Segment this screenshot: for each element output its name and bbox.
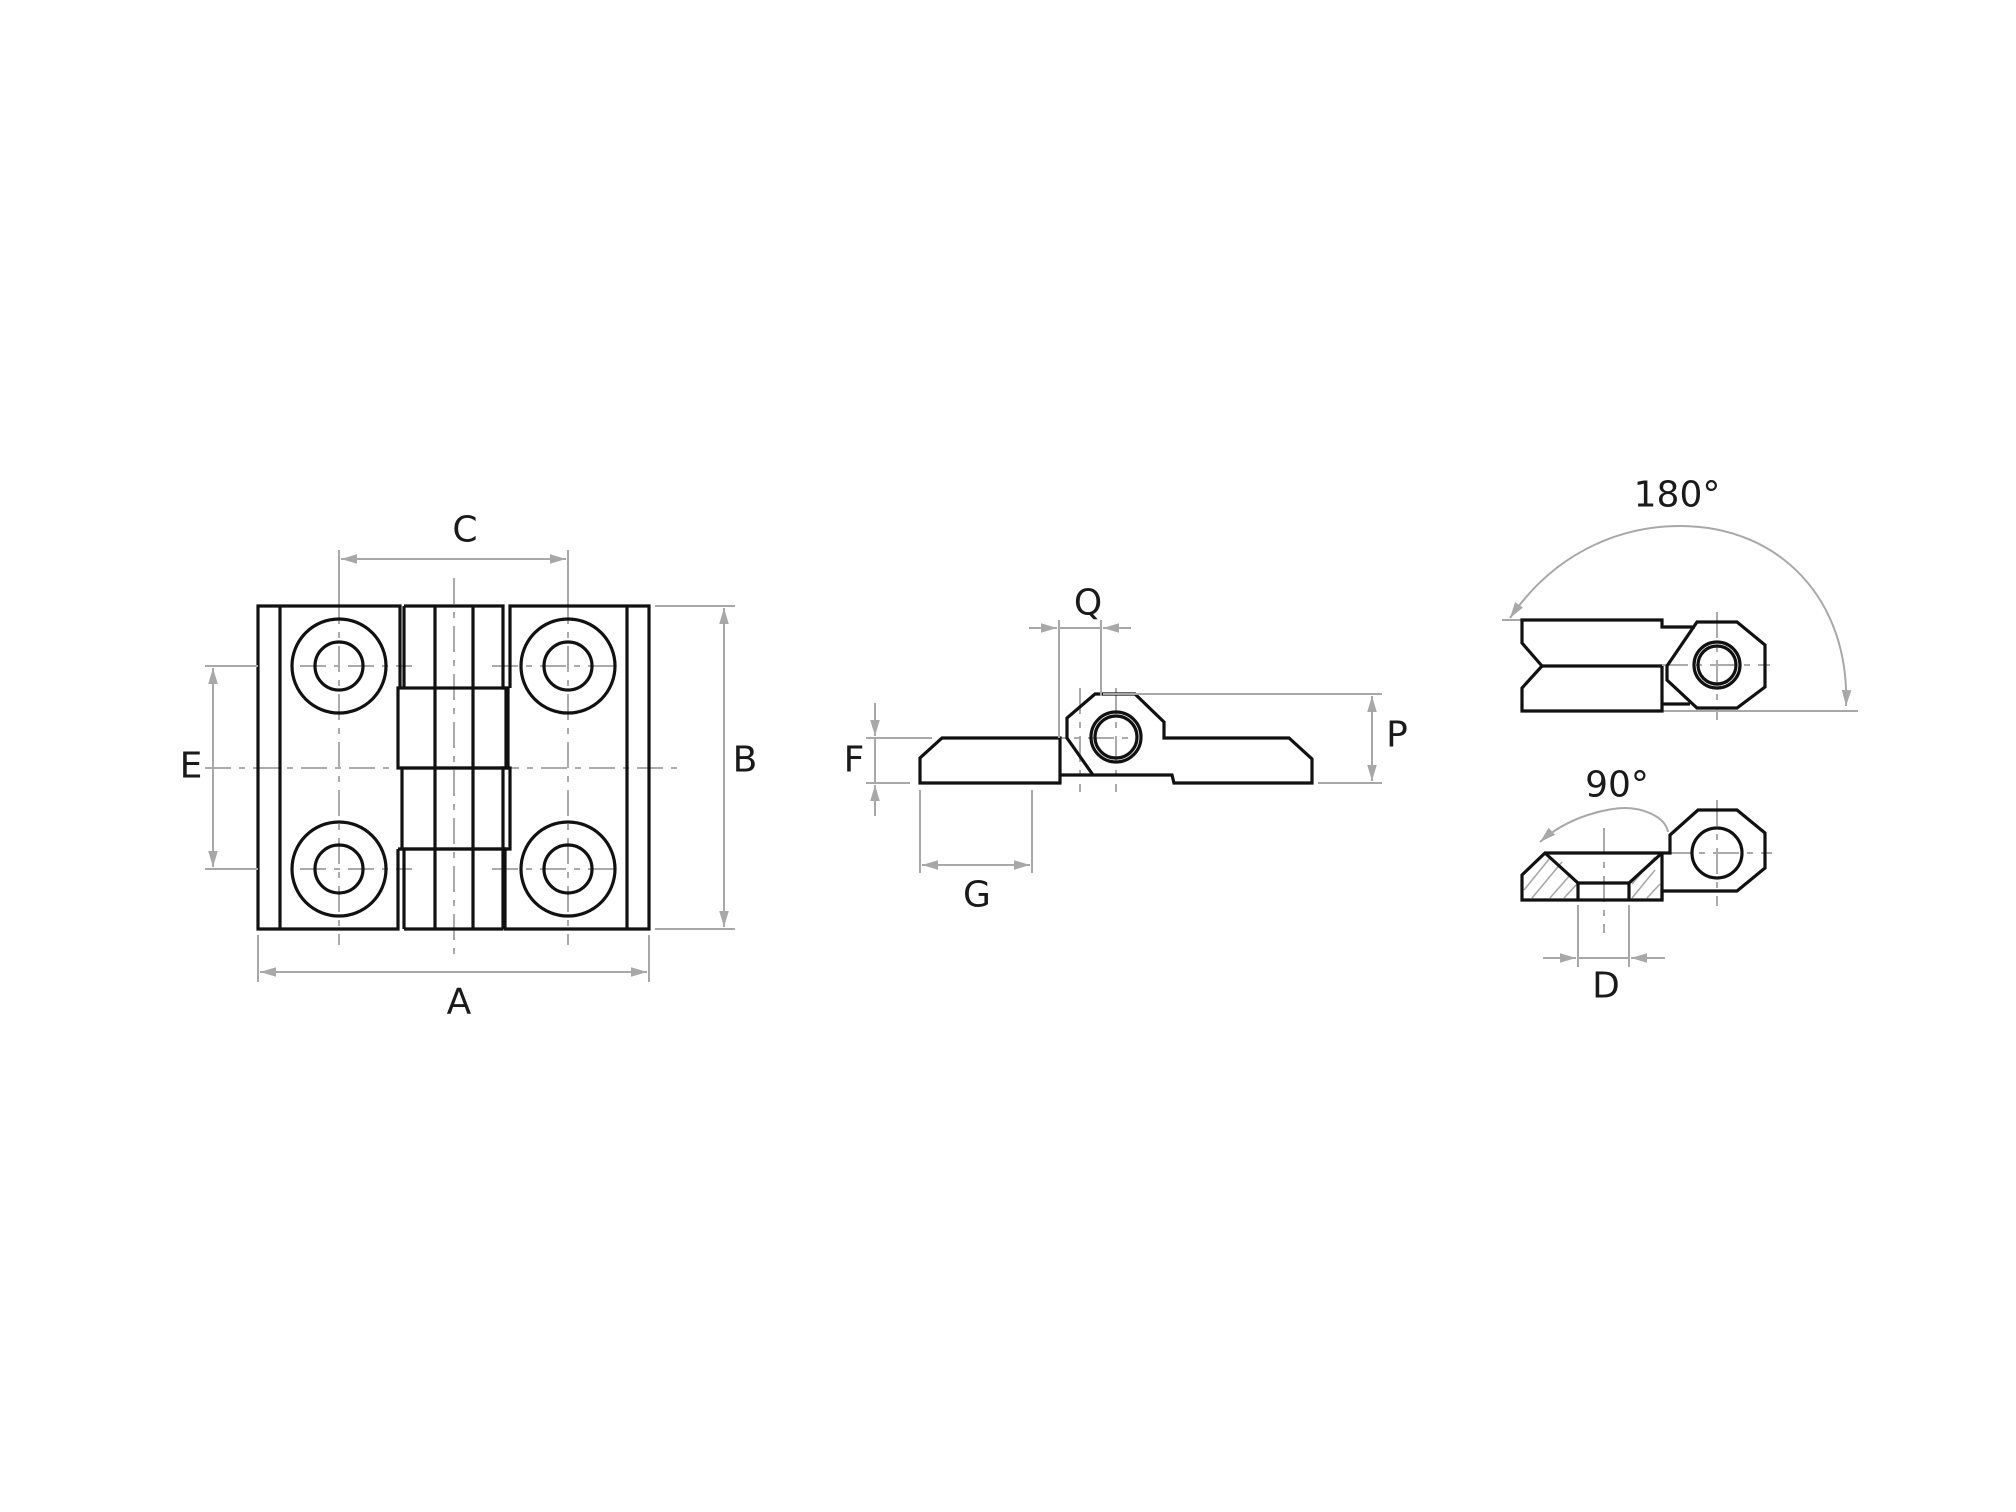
front-view: C A E B [180,510,758,1023]
knuckle-right-plate-profile [1060,692,1314,785]
label-q: Q [1074,583,1102,624]
section-hatching [1523,856,1661,899]
dimension-f: F [844,703,932,816]
hole-bottom-right-icon [519,820,617,918]
label-f: F [844,740,865,781]
left-plate-profile [918,736,1062,785]
dimension-q: Q [1029,583,1131,738]
label-c: C [452,510,477,551]
front-centerlines [205,550,678,958]
pin-icon-180 [1692,640,1742,690]
dimension-g: G [919,790,1033,916]
label-e: E [180,746,203,787]
open-180-view: 180° [1502,475,1858,720]
label-a: A [447,982,472,1023]
label-90-degrees: 90° [1585,765,1649,806]
left-leaf [256,604,402,931]
hole-top-left-icon [290,617,388,715]
dimension-p: P [1103,693,1408,784]
hole-bottom-left-icon [290,820,388,918]
dimension-e: E [180,665,258,870]
dimension-d: D [1543,905,1665,1007]
hole-top-right-icon [519,617,617,715]
dimension-c: C [338,510,569,600]
dimension-a: A [257,935,650,1023]
open-90-view: 90° D [1520,765,1772,1007]
angle-arc-180 [1509,524,1852,707]
angle-arc-90 [1539,806,1669,843]
knuckle-octagon-180 [1665,620,1767,710]
pin-outer-icon [1089,710,1143,764]
label-g: G [963,875,991,916]
dimension-b: B [655,605,758,930]
countersunk-plate-profile [1520,808,1767,902]
mounting-holes [290,617,617,918]
side-view: F G Q P [844,583,1408,916]
label-180-degrees: 180° [1634,475,1721,516]
right-leaf [503,604,651,931]
pin-icon-90 [1690,826,1744,880]
label-b: B [733,740,758,781]
label-d: D [1592,966,1620,1007]
label-p: P [1386,715,1408,756]
knuckle [396,604,512,931]
